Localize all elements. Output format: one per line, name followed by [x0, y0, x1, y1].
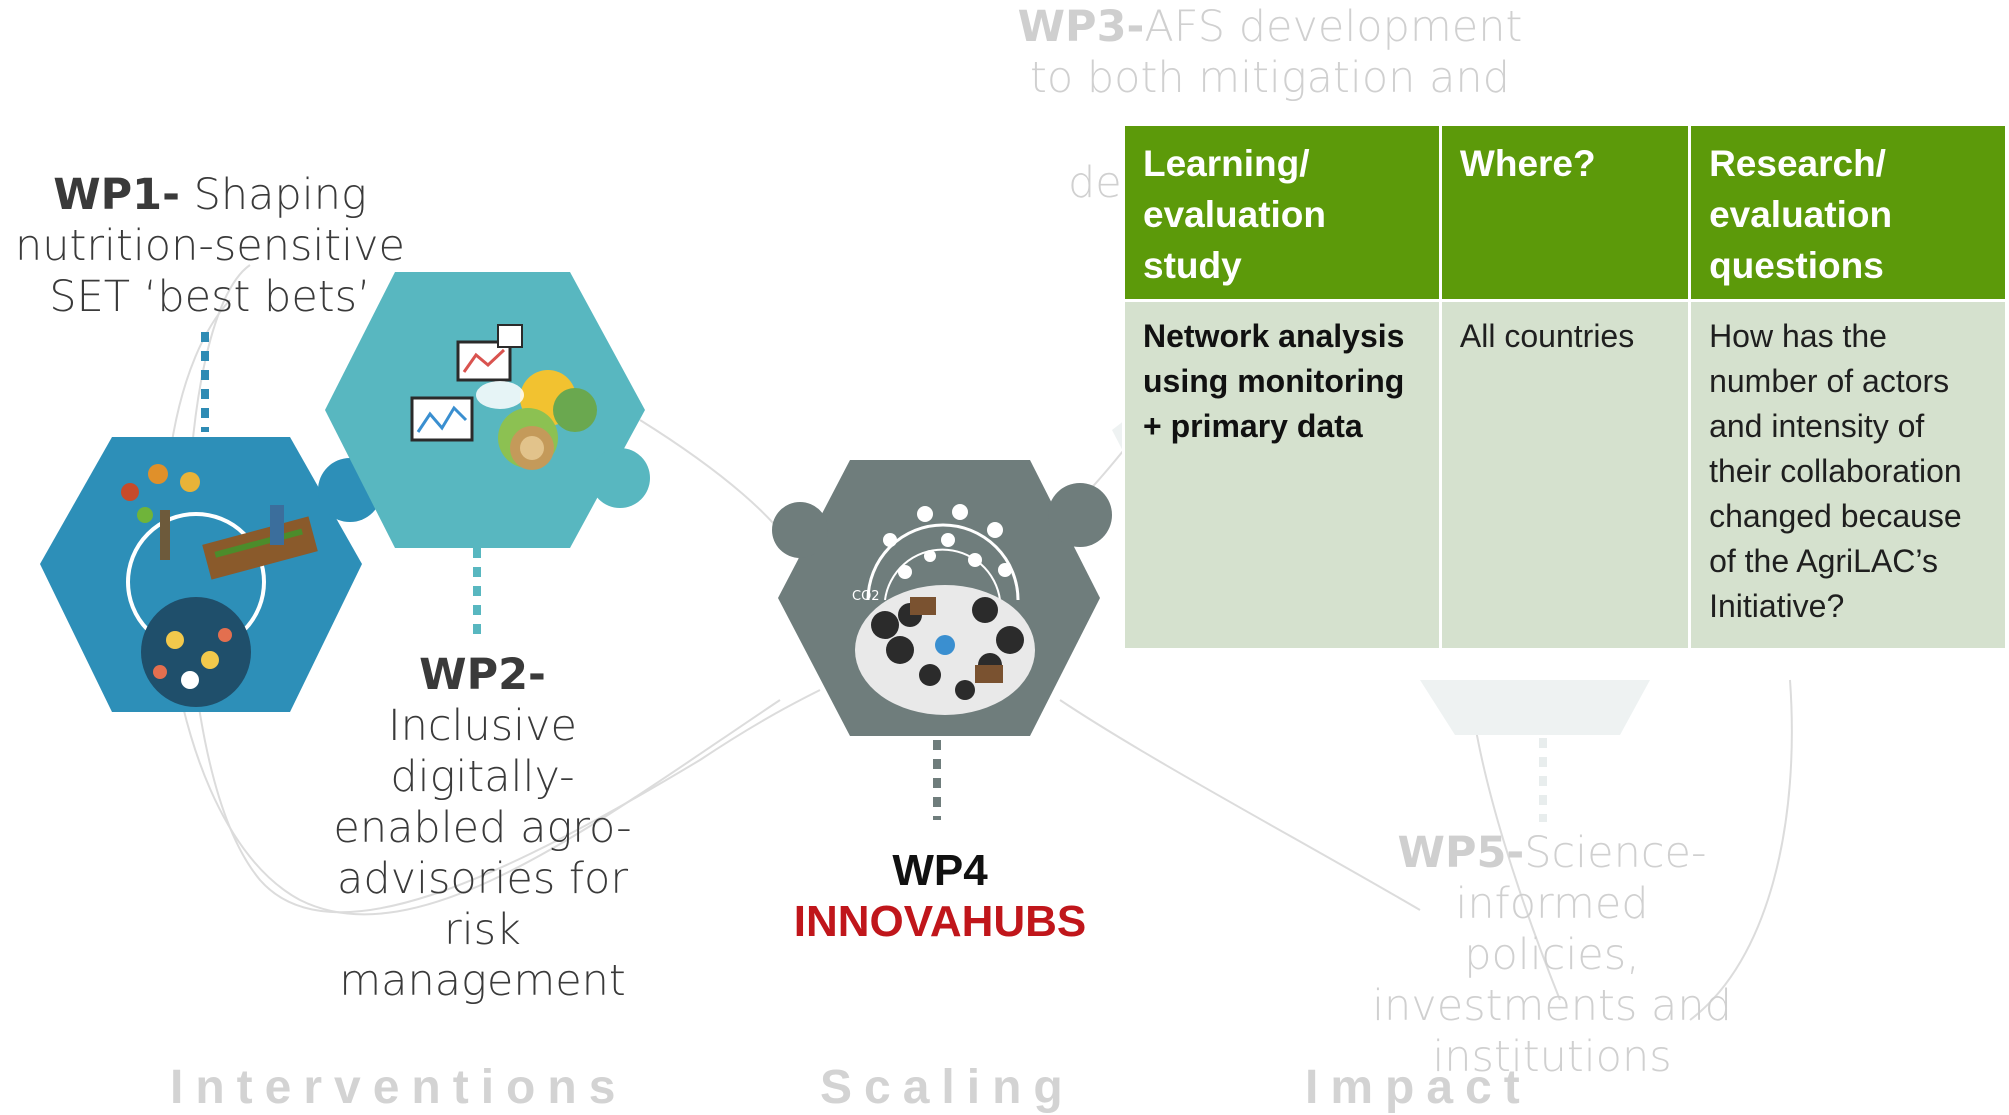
- wp5-piece: [1420, 680, 1650, 735]
- wp4-name: INNOVAHUBS: [793, 897, 1087, 946]
- innovation-network-illustration-icon: CO2: [852, 504, 1035, 715]
- table-header-row: Learning/ evaluation study Where? Resear…: [1122, 123, 2008, 302]
- phase-interventions: Interventions: [170, 1061, 628, 1114]
- wp2-code: WP2-: [419, 650, 546, 700]
- wp5-description: Science-informed policies, investments a…: [1372, 828, 1732, 1082]
- wp2-label: WP2-Inclusive digitally-enabled agro-adv…: [330, 650, 635, 1007]
- wp1-code: WP1-: [53, 170, 180, 220]
- header-where: Where?: [1438, 123, 1692, 302]
- wp3-fragment: de: [1068, 158, 1122, 208]
- phase-impact: Impact: [1305, 1061, 1532, 1114]
- digital-advisory-illustration-icon: [410, 324, 597, 470]
- table-row: Network analysis using monitoring + prim…: [1122, 299, 2008, 651]
- cell-study: Network analysis using monitoring + prim…: [1122, 299, 1442, 651]
- wp3-code: WP3-: [1017, 2, 1145, 52]
- wp4-label: WP4 INNOVAHUBS: [720, 845, 1160, 947]
- wp2-piece: [325, 272, 650, 548]
- phase-scaling: Scaling: [820, 1061, 1075, 1114]
- svg-text:CO2: CO2: [852, 589, 880, 604]
- wp3-piece: [1112, 420, 1125, 455]
- evaluation-study-table: Learning/ evaluation study Where? Resear…: [1122, 123, 2008, 651]
- wp1-label: WP1- Shaping nutrition-sensitive SET ‘be…: [10, 170, 410, 323]
- wp2-description: Inclusive digitally-enabled agro-advisor…: [333, 701, 632, 1006]
- cell-question: How has the number of actors and intensi…: [1688, 299, 2008, 651]
- header-study: Learning/ evaluation study: [1122, 123, 1442, 302]
- wp3-label: WP3-AFS development to both mitigation a…: [1010, 2, 1530, 114]
- wp3-description: AFS development to both mitigation and .…: [1030, 2, 1523, 114]
- cell-where: All countries: [1438, 299, 1692, 651]
- wp5-code: WP5-: [1397, 828, 1525, 878]
- wp5-label: WP5-Science-informed policies, investmen…: [1362, 828, 1742, 1083]
- wp1-description: Shaping nutrition-sensitive SET ‘best be…: [14, 170, 406, 322]
- wp4-code: WP4: [892, 846, 988, 895]
- header-questions: Research/ evaluation questions: [1688, 123, 2008, 302]
- agriculture-illustration-icon: [121, 464, 318, 707]
